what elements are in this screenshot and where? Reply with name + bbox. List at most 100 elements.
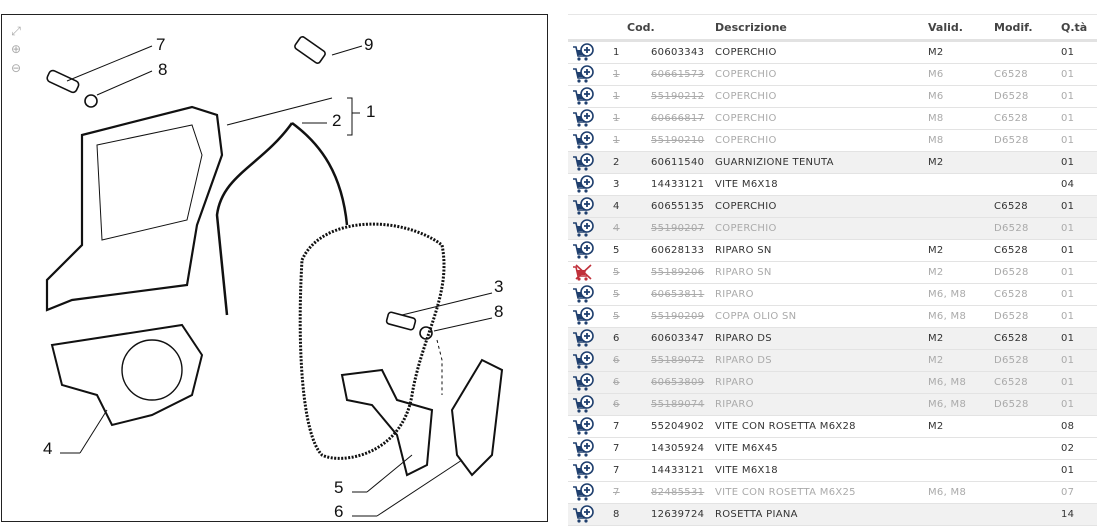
add-to-cart-icon[interactable] [572, 483, 594, 502]
header-quantity: Q.tà [1061, 21, 1088, 34]
row-validity: M2 [928, 421, 944, 432]
add-to-cart-icon[interactable] [572, 43, 594, 62]
row-part-code[interactable]: 55190209 [651, 311, 705, 322]
row-part-code[interactable]: 60655135 [651, 201, 705, 212]
row-part-code[interactable]: 55204902 [651, 421, 705, 432]
add-to-cart-icon[interactable] [572, 153, 594, 172]
row-part-code[interactable]: 60603347 [651, 333, 705, 344]
row-part-code[interactable]: 82485531 [651, 487, 705, 498]
row-part-code[interactable]: 60653809 [651, 377, 705, 388]
row-quantity: 01 [1061, 399, 1075, 410]
callout-7[interactable]: 7 [156, 35, 166, 54]
row-quantity: 01 [1061, 113, 1075, 124]
add-to-cart-icon[interactable] [572, 175, 594, 194]
row-quantity: 01 [1061, 289, 1075, 300]
row-modification: C6528 [994, 245, 1028, 256]
add-to-cart-icon[interactable] [572, 285, 594, 304]
row-part-code[interactable]: 60628133 [651, 245, 705, 256]
row-validity: M6 [928, 69, 944, 80]
add-to-cart-icon[interactable] [572, 439, 594, 458]
row-part-code[interactable]: 14433121 [651, 179, 705, 190]
add-to-cart-icon[interactable] [572, 87, 594, 106]
callout-4[interactable]: 4 [43, 439, 53, 458]
row-part-code[interactable]: 14305924 [651, 443, 705, 454]
row-part-code[interactable]: 55190207 [651, 223, 705, 234]
row-part-code[interactable]: 60603343 [651, 47, 705, 58]
add-to-cart-icon[interactable] [572, 241, 594, 260]
row-quantity: 01 [1061, 245, 1075, 256]
add-to-cart-icon[interactable] [572, 373, 594, 392]
cart-unavailable-icon[interactable] [572, 263, 594, 282]
callout-6[interactable]: 6 [334, 502, 344, 521]
add-to-cart-icon[interactable] [572, 307, 594, 326]
add-to-cart-icon[interactable] [572, 417, 594, 436]
header-modification: Modif. [994, 21, 1033, 34]
add-to-cart-icon[interactable] [572, 197, 594, 216]
row-part-code[interactable]: 12639724 [651, 509, 705, 520]
row-part-code[interactable]: 60666817 [651, 113, 705, 124]
add-to-cart-icon[interactable] [572, 461, 594, 480]
row-part-code[interactable]: 14433121 [651, 465, 705, 476]
add-to-cart-icon[interactable] [572, 329, 594, 348]
add-to-cart-icon[interactable] [572, 505, 594, 524]
row-modification: D6528 [994, 267, 1029, 278]
row-item-number: 1 [613, 47, 620, 58]
zoom-out-icon[interactable]: ⊖ [10, 61, 22, 75]
row-part-code[interactable]: 55190210 [651, 135, 705, 146]
callout-2[interactable]: 2 [332, 111, 342, 130]
zoom-in-icon[interactable]: ⊕ [10, 42, 22, 56]
add-to-cart-icon[interactable] [572, 351, 594, 370]
add-to-cart-icon[interactable] [572, 131, 594, 150]
exploded-parts-diagram[interactable]: ⤢ ⊕ ⊖ 7 8 9 1 2 3 8 4 5 6 [1, 14, 548, 522]
header-validity: Valid. [928, 21, 963, 34]
row-part-code[interactable]: 60661573 [651, 69, 705, 80]
add-to-cart-icon[interactable] [572, 65, 594, 84]
row-part-code[interactable]: 55189074 [651, 399, 705, 410]
row-description: COPERCHIO [715, 135, 777, 146]
add-to-cart-icon[interactable] [572, 219, 594, 238]
callout-5[interactable]: 5 [334, 478, 344, 497]
gasket-part [215, 121, 349, 316]
row-validity: M2 [928, 267, 944, 278]
callout-8[interactable]: 8 [158, 60, 168, 79]
fit-icon[interactable]: ⤢ [11, 24, 21, 38]
header-description: Descrizione [715, 21, 787, 34]
callout-9[interactable]: 9 [364, 35, 374, 54]
add-to-cart-icon[interactable] [572, 109, 594, 128]
row-part-code[interactable]: 60653811 [651, 289, 705, 300]
row-part-code[interactable]: 60611540 [651, 157, 705, 168]
callout-8b[interactable]: 8 [494, 302, 504, 321]
upper-cover-part [45, 105, 224, 312]
row-part-code[interactable]: 55189072 [651, 355, 705, 366]
row-part-code[interactable]: 55190212 [651, 91, 705, 102]
callout-3[interactable]: 3 [494, 277, 504, 296]
row-description: COPERCHIO [715, 113, 777, 124]
add-to-cart-icon[interactable] [572, 395, 594, 414]
callout-1[interactable]: 1 [366, 102, 376, 121]
row-description: VITE CON ROSETTA M6X28 [715, 421, 856, 432]
row-part-code[interactable]: 55189206 [651, 267, 705, 278]
diagram-drawing [45, 36, 504, 517]
